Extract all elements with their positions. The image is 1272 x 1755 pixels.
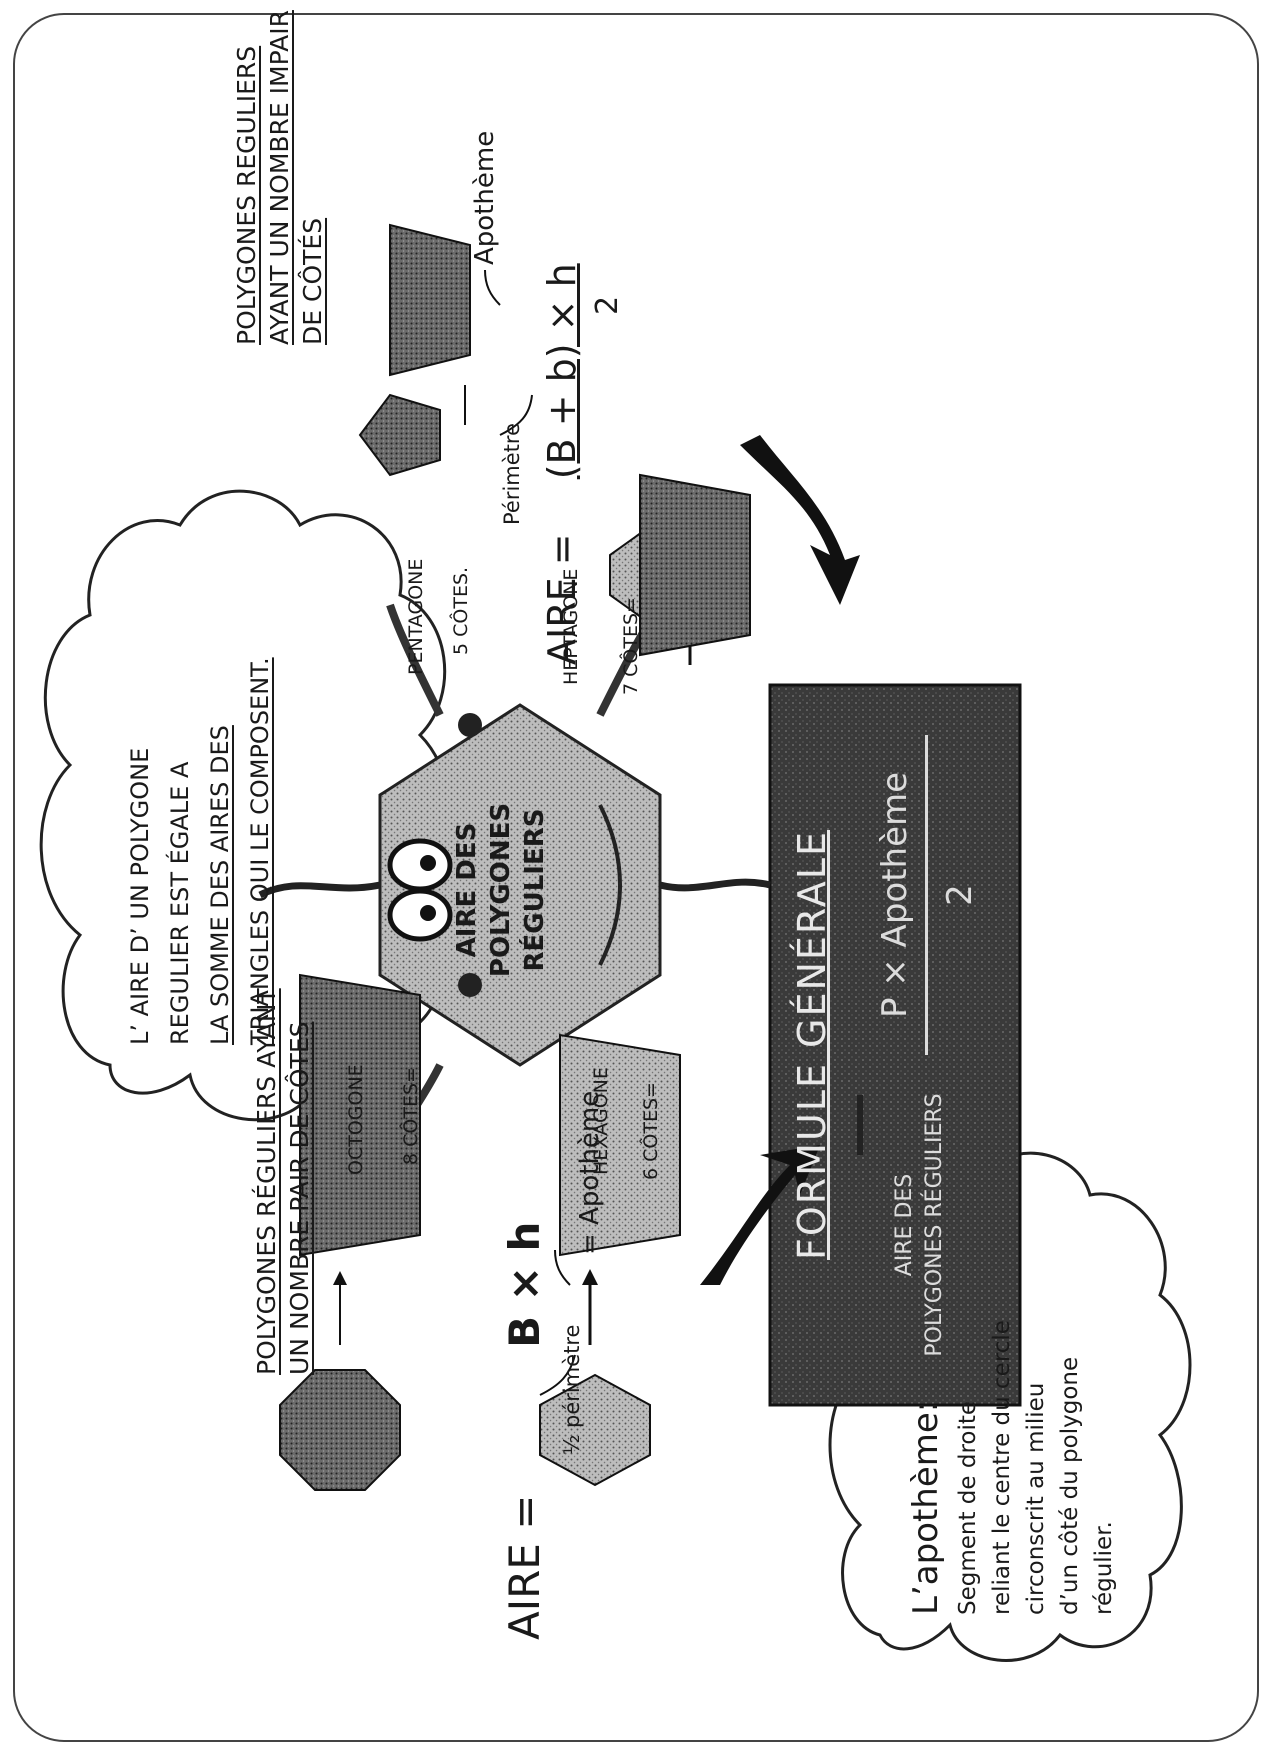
swoosh-arrow-left	[700, 1145, 820, 1285]
box-left-line1: AIRE DES	[892, 1173, 917, 1277]
box-denominator: 2	[940, 884, 980, 906]
label-octogone-sides: 8 CÔTES=	[400, 1067, 422, 1165]
branch-bottom	[659, 878, 771, 892]
swoosh-arrow-right	[740, 435, 860, 605]
label-hexagone-sides: 6 CÔTES=	[640, 1082, 662, 1180]
arrow-apotheme-left	[554, 1249, 571, 1286]
label-octogone: OCTOGONE	[345, 1064, 367, 1175]
label-heptagone-sides: 7 CÔTES=	[620, 597, 642, 695]
formula-odd-numerator: (B + b) × h	[540, 263, 584, 480]
title-odd: POLYGONES REGULIERS AYANT UN NOMBRE IMPA…	[230, 10, 329, 345]
formula-even-aire: AIRE =	[500, 1494, 549, 1640]
formula-even-expr: B × h	[500, 1221, 549, 1348]
odd-trapezoid-dark	[389, 223, 471, 377]
center-line3: RÉGULIERS	[520, 808, 550, 972]
cloud-top-line1: L’ AIRE D’ UN POLYGONE	[126, 747, 154, 1045]
title-odd-line1: POLYGONES REGULIERS	[232, 45, 261, 345]
title-even: POLYGONES RÉGULIERS AYANT UN NOMBRE PAIR…	[250, 988, 316, 1375]
cloud-top-text: L’ AIRE D’ UN POLYGONE REGULIER EST ÉGAL…	[120, 657, 280, 1045]
formula-odd-denominator: 2	[590, 295, 625, 315]
title-even-line1: POLYGONES RÉGULIERS AYANT	[252, 988, 281, 1375]
branch-top	[258, 881, 381, 899]
box-title: FORMULE GÉNÉRALE	[790, 830, 834, 1260]
formula-odd-apotheme: Apothème	[470, 130, 500, 265]
formula-box-bg	[768, 683, 1022, 1407]
label-pentagone: PENTAGONE	[405, 558, 427, 675]
branch-pentagone	[386, 603, 444, 717]
title-odd-line3: DE CÔTÉS	[298, 217, 327, 345]
title-odd-line2: AYANT UN NOMBRE IMPAIR	[265, 10, 294, 345]
owl-smile	[598, 804, 622, 966]
arrow-perimetre	[499, 394, 533, 436]
label-heptagone: HEPTAGONE	[560, 568, 582, 685]
formula-even: AIRE = B × h	[500, 1222, 549, 1640]
general-formula-box: FORMULE GÉNÉRALE AIRE DES POLYGONES RÉGU…	[770, 685, 1020, 1405]
box-fraction-line	[925, 735, 928, 1055]
formula-odd-perimetre: Périmètre	[500, 422, 524, 525]
cloud-top-line4: TRIANGLES QUI LE COMPOSENT.	[246, 657, 274, 1045]
arrow-half-perimetre	[539, 1354, 576, 1396]
box-left-line2: POLYGONES RÉGULIERS	[922, 1093, 947, 1357]
arrow-apotheme-right	[484, 269, 501, 306]
odd-trapezoid-light	[639, 473, 751, 657]
center-line1: AIRE DES	[452, 822, 482, 958]
title-even-line2: UN NOMBRE PAIR DE CÔTES	[285, 1021, 314, 1376]
apotheme-line3: circonscrit au milieu	[1023, 1382, 1049, 1615]
center-title: AIRE DES POLYGONES RÉGULIERS	[450, 745, 552, 1035]
box-numerator: P × Apothème	[875, 771, 915, 1019]
center-hexagon	[378, 703, 662, 1067]
pentagon-shape	[358, 393, 441, 477]
hex-dot-right	[458, 713, 482, 737]
formula-even-half: ½ périmètre	[560, 1324, 584, 1455]
owl-eye-left	[387, 888, 453, 942]
page-border	[13, 13, 1259, 1742]
box-left-label: AIRE DES POLYGONES RÉGULIERS	[890, 1075, 950, 1375]
owl-eye-right	[387, 838, 453, 892]
hex-dot-left	[458, 973, 482, 997]
even-parallelogram-dark	[299, 973, 421, 1257]
apotheme-line4: d’un côté du polygone	[1057, 1356, 1083, 1615]
center-line2: POLYGONES	[486, 802, 516, 978]
label-hexagone: HEXAGONE	[590, 1067, 612, 1175]
label-pentagone-sides: 5 CÔTES.	[450, 566, 472, 655]
hexagon-shape	[539, 1373, 651, 1487]
cloud-top-line3: LA SOMME DES AIRES DES	[206, 725, 234, 1045]
octagon-shape	[279, 1369, 401, 1491]
apotheme-line5: régulier.	[1091, 1521, 1117, 1615]
cloud-top-line2: REGULIER EST ÉGALE A	[166, 761, 194, 1045]
even-parallelogram-light	[559, 1033, 681, 1257]
